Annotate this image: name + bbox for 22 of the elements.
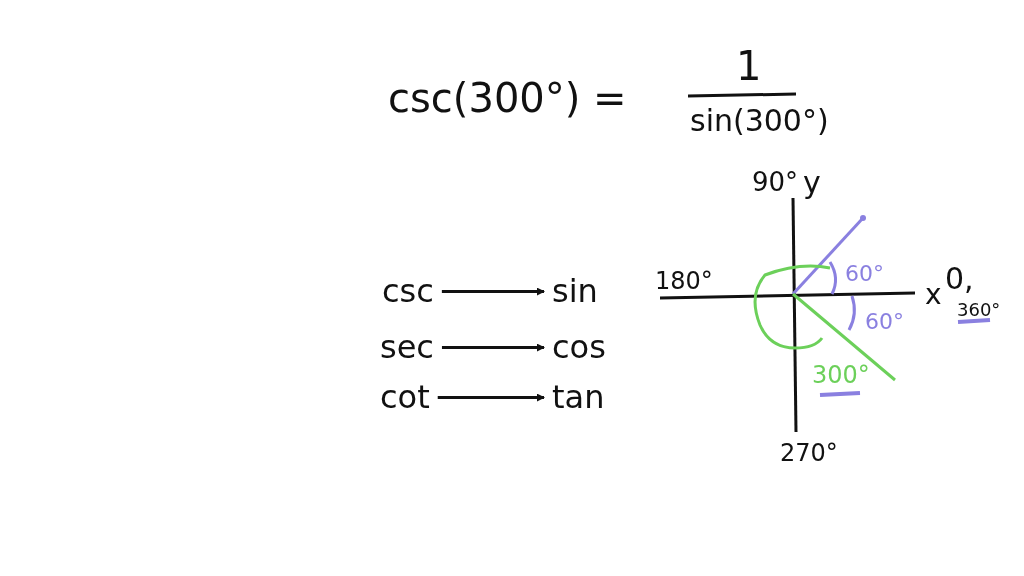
arrow <box>441 287 545 296</box>
arrow <box>437 393 545 402</box>
function-name: sec <box>380 330 434 366</box>
function-name: cot <box>380 380 430 416</box>
function-name: tan <box>552 380 605 416</box>
angle-label: 270° <box>780 440 838 467</box>
function-name: csc <box>382 274 434 310</box>
angle-label: 180° <box>655 268 713 295</box>
formula-text: csc(300°) = <box>388 76 627 120</box>
angle-label: 60° <box>845 262 884 287</box>
angle-label: 60° <box>865 310 904 335</box>
axis-label: x <box>925 280 942 311</box>
denominator-text: sin(300°) <box>690 104 829 137</box>
angle-label: 300° <box>812 362 870 389</box>
angle-label: 0, <box>945 262 974 295</box>
axis-label: y <box>803 166 821 199</box>
function-name: sin <box>552 274 598 310</box>
numerator-text: 1 <box>736 44 762 88</box>
angle-label: 90° <box>752 168 799 197</box>
function-name: cos <box>552 330 606 366</box>
arrow <box>441 343 545 352</box>
angle-label: 360° <box>957 300 1001 320</box>
